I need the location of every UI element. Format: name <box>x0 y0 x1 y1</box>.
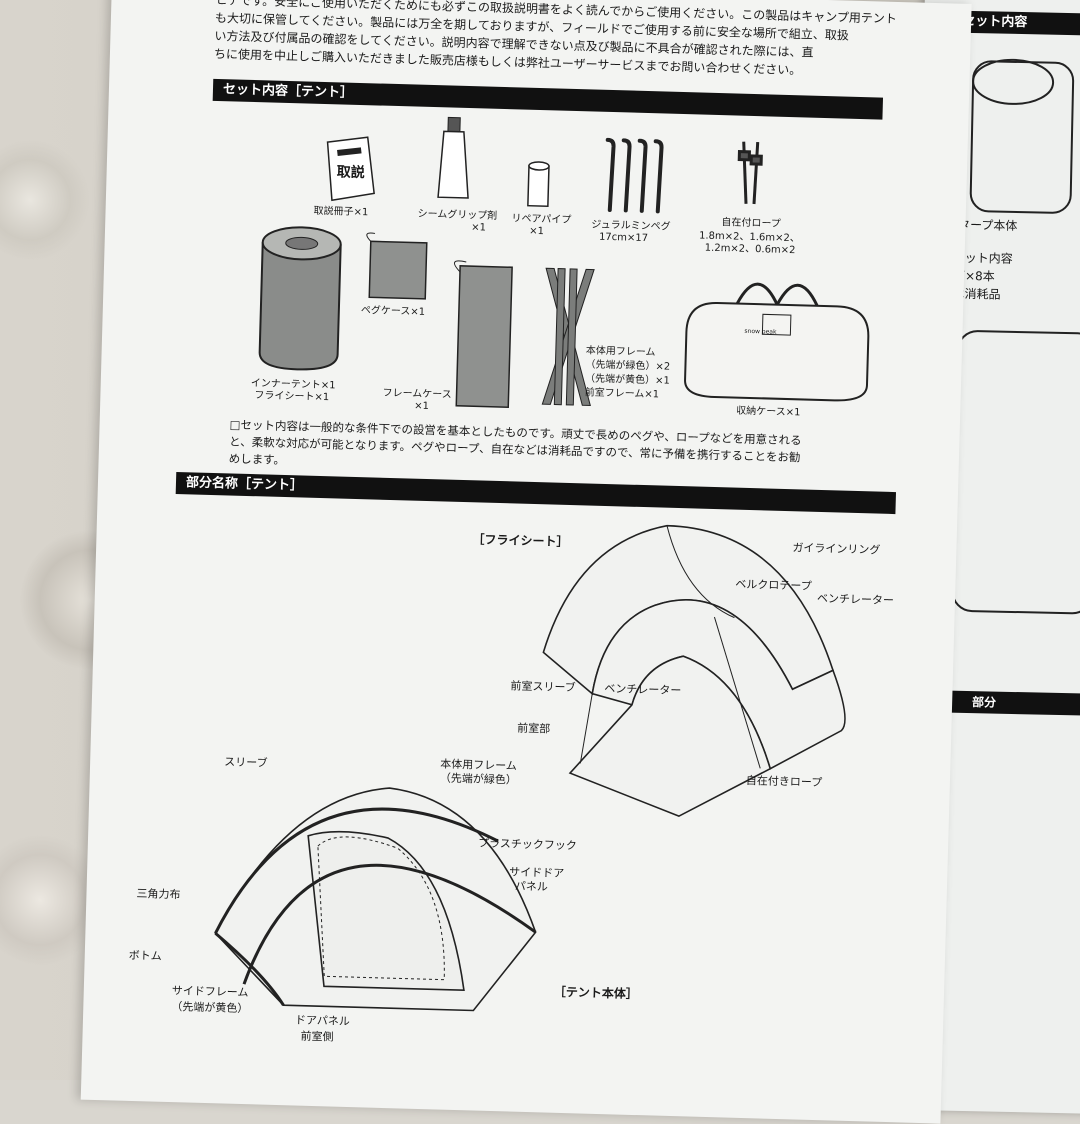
right-header: セット内容 <box>954 10 1080 36</box>
seam-grip-tube-illustration <box>437 116 469 199</box>
repair-pipe-illustration <box>527 161 550 208</box>
vest-sleeve-label: 前室スリーブ <box>510 679 576 695</box>
rope-label: 自在付ロープ <box>721 217 782 230</box>
fly-sheet-drawing <box>542 524 846 818</box>
manual-label: 取説冊子×1 <box>313 205 369 219</box>
repair-pipe-label: リペアパイプ <box>511 213 572 226</box>
frame-case-illustration <box>454 260 513 409</box>
rope-illustration <box>737 141 763 205</box>
inner-tent-roll-illustration <box>258 226 342 371</box>
bag-logo: snow peak <box>744 327 777 336</box>
right-box <box>951 330 1080 615</box>
tent-body-drawing <box>214 787 537 1012</box>
seam-grip-label: シームグリップ剤 <box>417 208 498 222</box>
guyline-ring-label: ガイラインリング <box>792 541 881 557</box>
frame-label-2: （先端が緑色）×2 <box>585 359 671 373</box>
velcro-label: ベルクロテープ <box>735 577 812 593</box>
repair-pipe-qty: ×1 <box>528 225 545 238</box>
body-frame-label-2: （先端が緑色） <box>439 771 517 787</box>
plastic-hook-label: プラスチックフック <box>477 836 577 853</box>
seam-grip-qty: ×1 <box>471 222 487 234</box>
frame-case-qty: ×1 <box>414 400 430 413</box>
tarp-roll-illustration <box>969 58 1075 214</box>
set-note: □セット内容は一般的な条件下での設営を基本としたものです。頑丈で長めのペグや、ロ… <box>228 416 869 485</box>
rope-sizes-2: 1.2m×2、0.6m×2 <box>704 242 796 257</box>
ventilator-top-label: ベンチレーター <box>816 591 895 608</box>
right-footer: 部分 <box>971 695 997 710</box>
right-footer-bar <box>949 690 1080 716</box>
frame-label-1: 本体用フレーム <box>585 345 656 359</box>
storage-bag-illustration <box>684 282 870 402</box>
manual-booklet-illustration <box>326 136 375 202</box>
frame-label-3: （先端が黄色）×1 <box>584 373 670 387</box>
door-panel-label-2: 前室側 <box>300 1029 334 1044</box>
tent-body-title: ［テント本体］ <box>553 984 639 1002</box>
rope-adjuster-label: 自在付きロープ <box>745 774 823 790</box>
manual-cover-text: 取説 <box>336 164 365 182</box>
triangle-label: 三角力布 <box>136 887 181 902</box>
side-frame-label-2: （先端が黄色） <box>171 1000 249 1016</box>
vestibule-label: 前室部 <box>517 721 551 736</box>
set-contents-header: セット内容［テント］ <box>212 78 884 120</box>
frame-case-label: フレームケース <box>382 387 452 401</box>
fly-sheet-label: フライシート×1 <box>254 390 330 404</box>
pegs-qty: 17cm×17 <box>598 231 649 245</box>
manual-page: ヒデです。安全にご使用いただくためにも必ずこの取扱説明書をよく読んでからご使用く… <box>80 0 972 1124</box>
bottom-label: ボトム <box>128 948 162 963</box>
door-panel-label-1: ドアパネル <box>294 1013 350 1029</box>
pegs-illustration <box>605 137 664 214</box>
peg-case-illustration <box>366 232 428 300</box>
frames-illustration <box>541 267 595 407</box>
side-door-label-2: パネル <box>514 879 549 894</box>
right-page: セット内容 タープ本体 □セット内容 グ×8本 は消耗品 部分 <box>901 0 1080 1114</box>
peg-case-label: ペグケース×1 <box>360 305 426 318</box>
intro-text: ヒデです。安全にご使用いただくためにも必ずこの取扱説明書をよく読んでからご使用く… <box>214 0 896 82</box>
frame-label-4: 前室フレーム×1 <box>584 387 660 401</box>
sleeve-label: スリーブ <box>224 755 268 770</box>
right-tarp-label: タープ本体 <box>957 217 1018 233</box>
storage-case-label: 収納ケース×1 <box>736 405 801 419</box>
ventilator-mid-label: ベンチレーター <box>604 682 682 698</box>
